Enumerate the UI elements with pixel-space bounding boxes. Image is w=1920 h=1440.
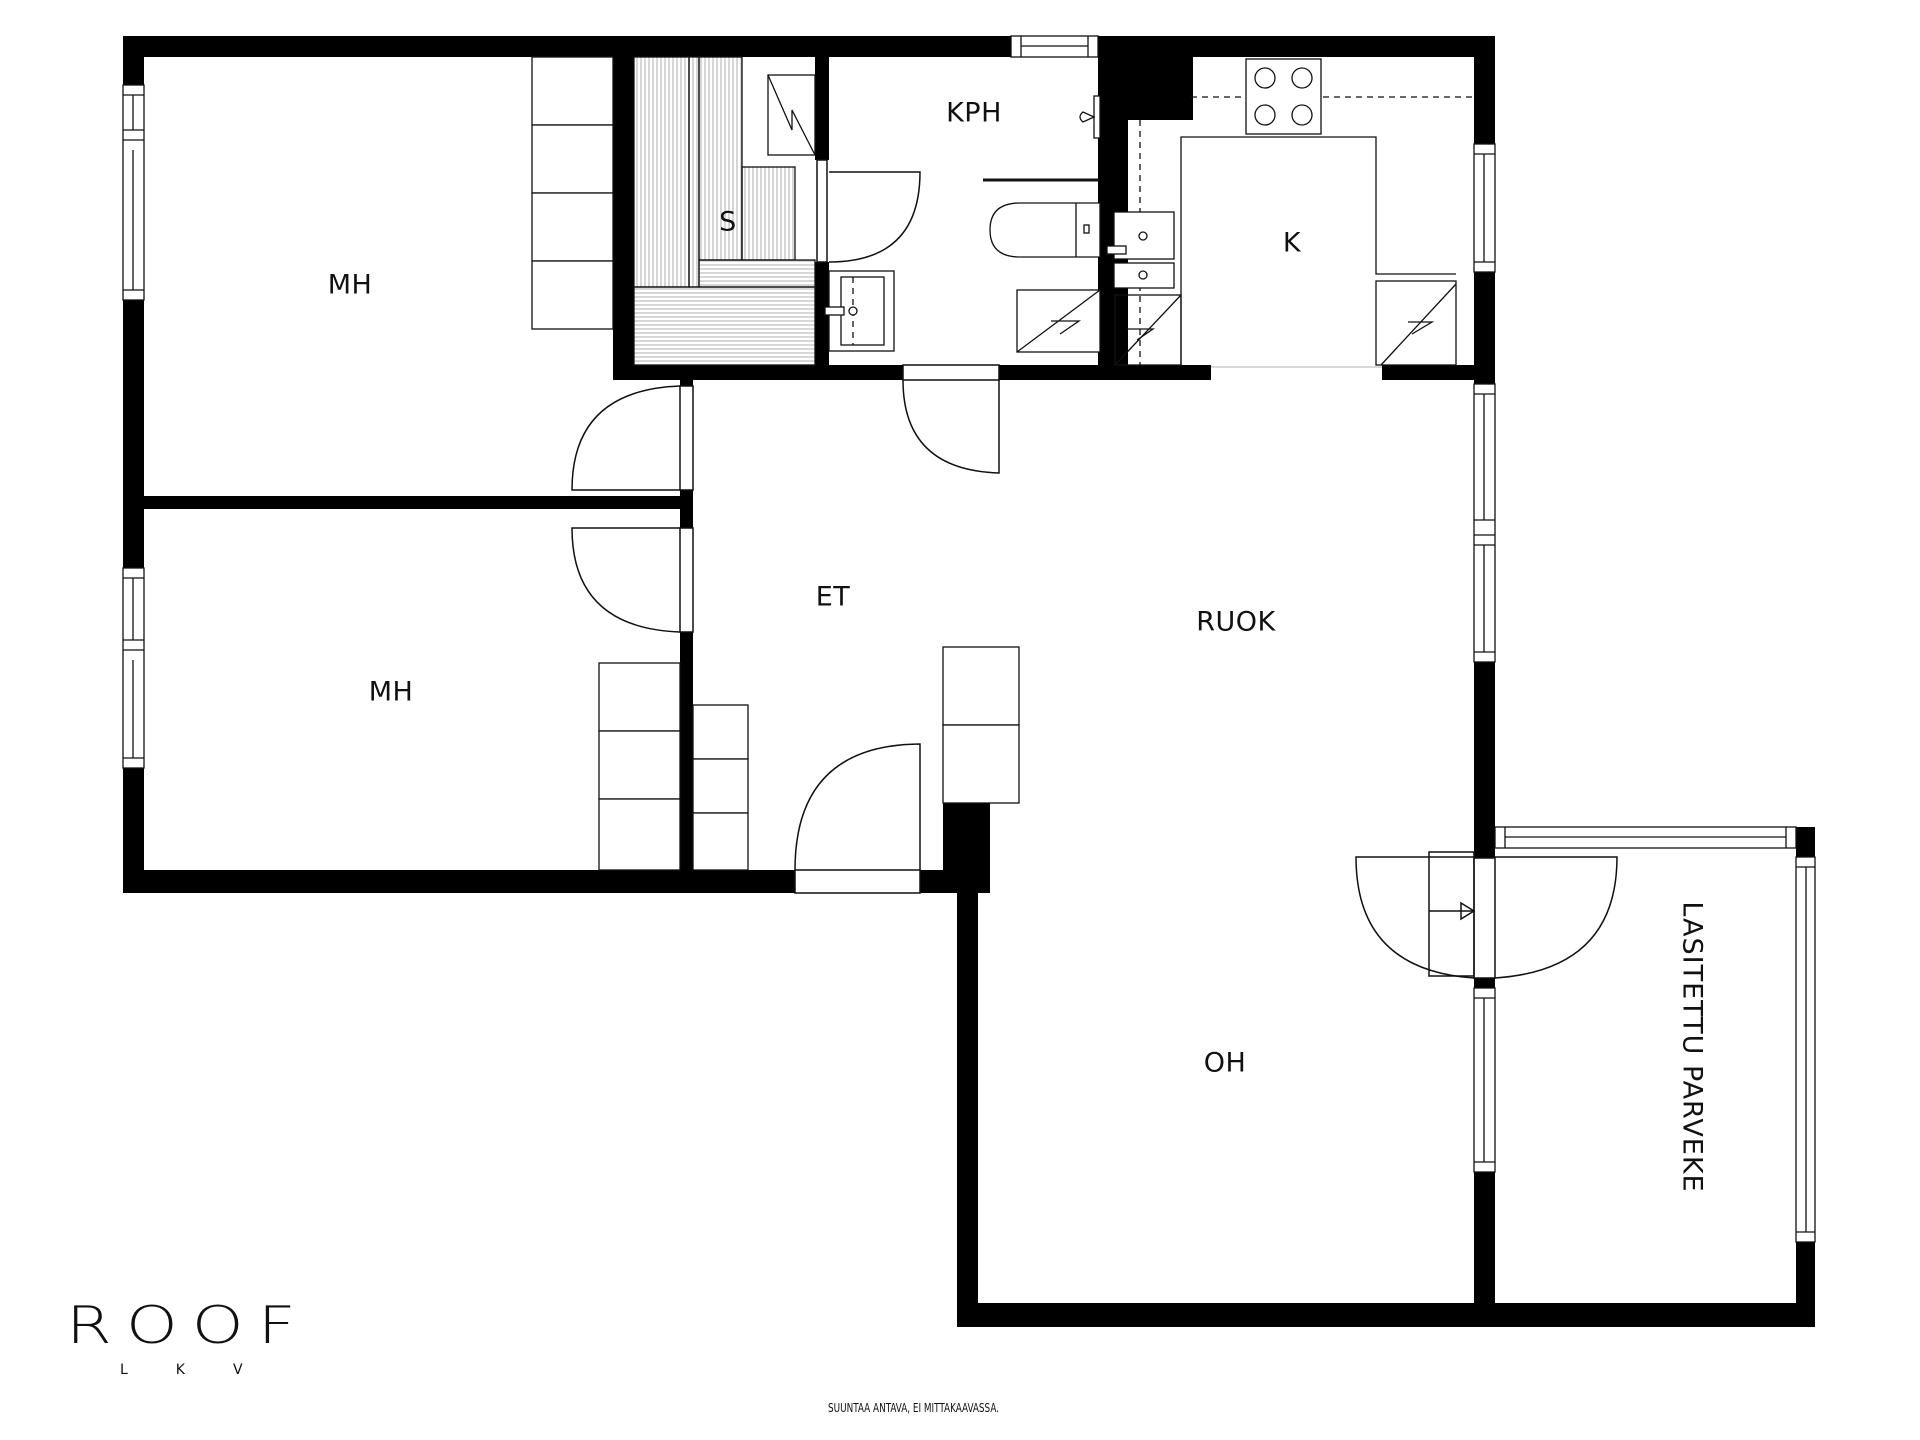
sauna-benches [633,56,816,366]
room-label-bedroom-1: MH [327,269,373,301]
windows [122,35,1816,1243]
bathroom-fixtures [824,95,1101,353]
room-label-dining: RUOK [1196,606,1276,638]
logo-wordmark: ROOF [66,1295,310,1356]
room-label-bathroom: KPH [946,97,1002,129]
doors [571,159,1618,979]
logo-subtitle: LKV [120,1362,291,1378]
room-label-balcony: LASITETTU PARVEKE [1676,901,1708,1193]
room-label-living-room: OH [1203,1047,1247,1079]
roof-lkv-logo: ROOF LKV [66,1295,310,1378]
room-label-bedroom-2: MH [368,676,414,708]
room-label-hallway: ET [815,581,851,613]
disclaimer-text: SUUNTAA ANTAVA, EI MITTAKAAVASSA. [828,1401,1000,1415]
kitchen-fixtures [1106,58,1474,366]
room-label-kitchen: K [1282,227,1302,259]
walls [123,36,1815,1327]
room-label-sauna: S [719,206,737,238]
closets [531,56,1020,871]
